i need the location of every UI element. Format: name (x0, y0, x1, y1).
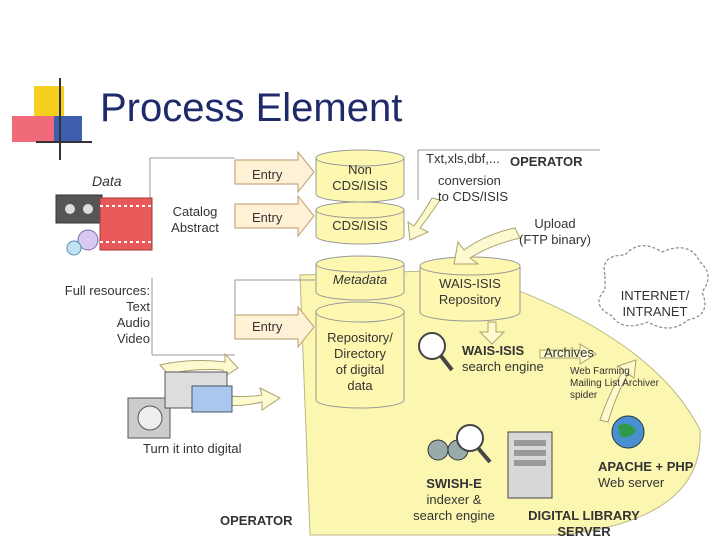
media-clipart (55, 194, 153, 256)
entry-label-3: Entry (252, 319, 283, 334)
page-title: Process Element (100, 86, 403, 130)
upload-label: Upload(FTP binary) (519, 216, 591, 247)
operator-bottom-label: OPERATOR (220, 513, 293, 528)
entry-label-1: Entry (252, 167, 283, 182)
flow-arrows (159, 197, 637, 423)
binoculars-icon (427, 424, 492, 464)
archives-label: Archives (544, 345, 594, 360)
internet-intranet-label: INTERNET/INTRANET (620, 288, 690, 319)
globe-icon (611, 415, 645, 449)
file-formats-label: Txt,xls,dbf,... (426, 151, 500, 166)
data-label: Data (92, 173, 122, 189)
cylinders (315, 149, 521, 409)
turn-digital-label: Turn it into digital (143, 441, 242, 456)
digitize-clipart (127, 371, 233, 439)
cds-isis-label: CDS/ISIS (332, 218, 388, 233)
logo-squares (12, 78, 92, 160)
operator-top-label: OPERATOR (510, 154, 583, 169)
metadata-label: Metadata (332, 272, 388, 287)
server-tower-icon (507, 431, 553, 499)
magnifier-icon (418, 332, 454, 372)
entry-arrows (234, 150, 315, 349)
internet-cloud (598, 245, 709, 329)
bracket-lines (149, 149, 600, 356)
entry-label-2: Entry (252, 210, 283, 225)
